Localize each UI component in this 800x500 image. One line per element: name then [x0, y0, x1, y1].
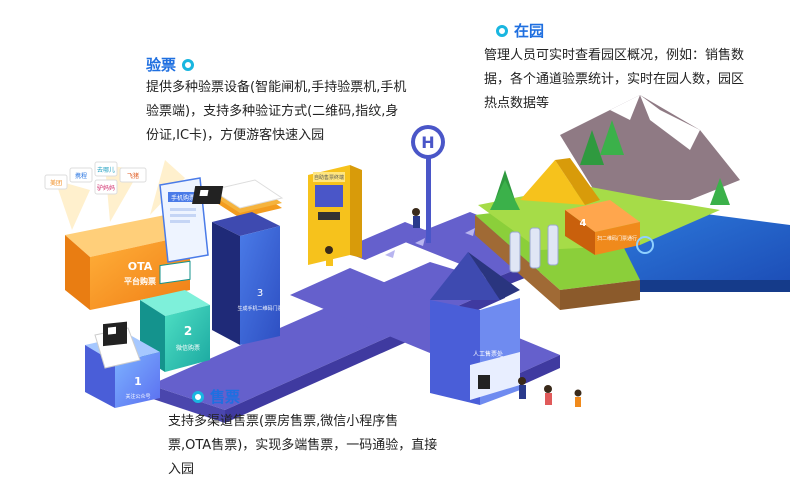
box-1-follow: 1 关注公众号 [85, 321, 160, 408]
ota-logo-1: 美团 [50, 179, 62, 187]
ticket-office: 人工售票处 [430, 252, 520, 405]
park-section-title: 在园 [496, 20, 544, 41]
box-2-label: 微信购票 [176, 344, 200, 352]
box-1-label: 关注公众号 [125, 393, 150, 400]
park-title-text: 在园 [514, 22, 545, 40]
box-1-number: 1 [134, 375, 142, 388]
phone-buy-label: 手机购票 [171, 194, 195, 202]
box-4-label: 扫二维码门票通行 [597, 235, 637, 242]
ota-sublabel: 平台购票 [124, 276, 156, 286]
people [325, 208, 582, 407]
box-3-tower: 3 生成手机二维码门票 [212, 212, 283, 345]
ota-logo-3: 去哪儿 [97, 166, 115, 174]
ota-label: OTA [128, 260, 153, 273]
verify-title-text: 验票 [146, 56, 177, 74]
verify-dot-icon [182, 58, 195, 71]
bus-sign-letter: H [421, 133, 434, 152]
turnstile-gates [509, 224, 559, 273]
ticket-office-label: 人工售票处 [473, 350, 503, 358]
ota-logo-5: 驴妈妈 [97, 184, 115, 192]
box-3-number: 3 [257, 288, 263, 299]
sell-title-text: 售票 [210, 388, 241, 406]
sell-dot-icon [192, 390, 204, 403]
sell-section-title: 售票 [192, 386, 240, 407]
kiosk-label: 自助售票终端 [314, 174, 344, 181]
box-2-number: 2 [184, 324, 192, 338]
qr-code-stack [192, 179, 284, 218]
verify-section-title: 验票 [146, 54, 195, 75]
box-4-number: 4 [580, 218, 587, 229]
box-3-label: 生成手机二维码门票 [237, 305, 282, 312]
park-dot-icon [496, 24, 508, 37]
verify-section-text: 提供多种验票设备(智能闸机,手持验票机,手机验票端)，支持多种验证方式(二维码,… [146, 80, 407, 143]
ota-platform-box: 美团 携程 去哪儿 飞猪 驴妈妈 OTA 平台购票 [44, 160, 190, 310]
ota-logo-2: 携程 [75, 172, 87, 180]
sell-section-text: 支持多渠道售票(票房售票,微信小程序售票,OTA售票)，实现多端售票，一码通验，… [168, 414, 438, 477]
bus-stop-sign: H [411, 125, 445, 243]
box-2-wechat: 2 微信购票 [140, 260, 210, 372]
self-service-kiosk: 自助售票终端 [308, 165, 362, 265]
park-section-text: 管理人员可实时查看园区概况，例如：销售数据，各个通道验票统计，实时在园人数，园区… [484, 48, 745, 111]
ota-logo-4: 飞猪 [127, 172, 139, 180]
